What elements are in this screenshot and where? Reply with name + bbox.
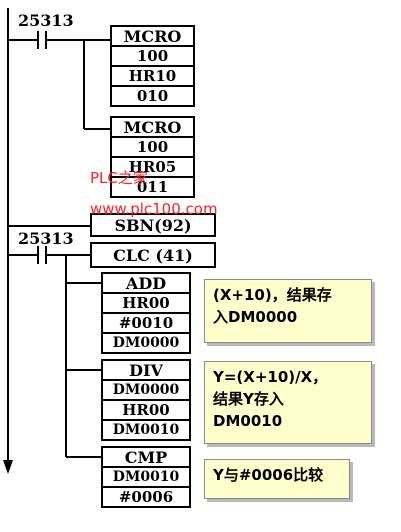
mcro-2-operand-3: 011 bbox=[110, 176, 195, 198]
mcro-1-instruction: MCRO bbox=[110, 25, 195, 47]
add-note-line-2: 入DM0000 bbox=[213, 308, 298, 326]
cmp-note-line-1: Y与#0006比较 bbox=[213, 466, 324, 484]
mcro-2-instruction: MCRO bbox=[110, 116, 195, 138]
clc-instruction: CLC (41) bbox=[90, 242, 216, 268]
div-note: Y=(X+10)/X， 结果Y存入 DM0010 bbox=[204, 361, 372, 444]
contact-label-25313-rung1: 25313 bbox=[18, 11, 74, 30]
add-note: (X+10)，结果存 入DM0000 bbox=[204, 279, 372, 343]
mcro-1-operand-2: HR10 bbox=[110, 65, 195, 87]
cmp-operand-1: DM0010 bbox=[101, 466, 191, 488]
cmp-note: Y与#0006比较 bbox=[204, 459, 350, 499]
div-operand-2: HR00 bbox=[101, 399, 191, 421]
mcro-2-operand-1: 100 bbox=[110, 136, 195, 158]
add-instruction: ADD bbox=[101, 272, 191, 294]
cmp-operand-2: #0006 bbox=[101, 486, 191, 508]
div-note-line-2: 结果Y存入 bbox=[213, 390, 284, 408]
add-note-line-1: (X+10)，结果存 bbox=[213, 286, 332, 304]
contact-label-25313-rung2: 25313 bbox=[18, 229, 74, 248]
watermark-line-2: www.plc100.com bbox=[90, 200, 218, 218]
add-operand-3: DM0000 bbox=[101, 332, 191, 354]
div-operand-3: DM0010 bbox=[101, 419, 191, 441]
div-operand-1: DM0000 bbox=[101, 379, 191, 401]
div-note-line-1: Y=(X+10)/X， bbox=[213, 368, 328, 386]
div-note-line-3: DM0010 bbox=[213, 412, 283, 430]
div-instruction: DIV bbox=[101, 359, 191, 381]
add-operand-1: HR00 bbox=[101, 292, 191, 314]
add-operand-2: #0010 bbox=[101, 312, 191, 334]
mcro-1-operand-1: 100 bbox=[110, 45, 195, 67]
watermark-line-1: PLC之家 bbox=[90, 169, 148, 187]
mcro-1-operand-3: 010 bbox=[110, 85, 195, 107]
sbn-instruction: SBN(92) bbox=[90, 213, 216, 237]
cmp-instruction: CMP bbox=[101, 446, 191, 468]
